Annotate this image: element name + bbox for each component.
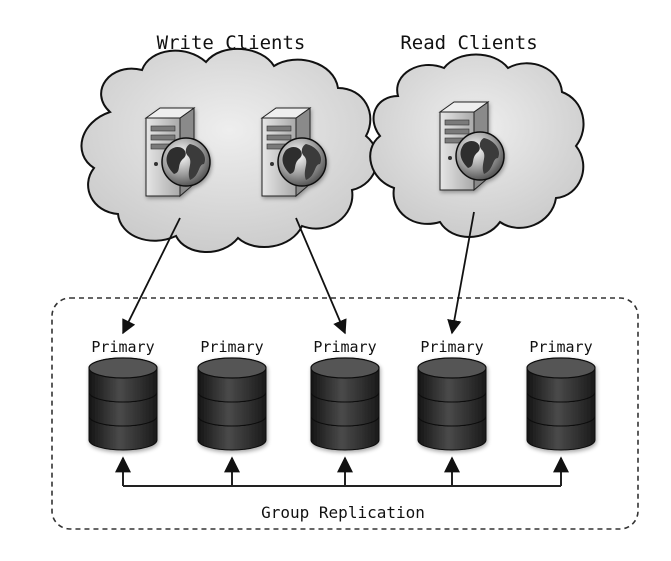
db-node-2-icon bbox=[197, 357, 267, 451]
node-2-label: Primary bbox=[200, 338, 264, 356]
node-4-label: Primary bbox=[420, 338, 484, 356]
write-client-2-server-icon bbox=[260, 107, 327, 198]
node-1-label: Primary bbox=[91, 338, 155, 356]
read-client-1-to-node-4-arrow bbox=[447, 211, 475, 335]
replication-group-box bbox=[51, 297, 639, 530]
read-client-1-server-icon bbox=[438, 101, 505, 192]
db-node-5-icon bbox=[526, 357, 596, 451]
write-client-2-to-node-3-arrow bbox=[295, 217, 347, 335]
write-clients-cloud bbox=[80, 48, 379, 253]
write-client-1-server-icon bbox=[144, 107, 211, 198]
db-node-1-icon bbox=[88, 357, 158, 451]
replication-bus bbox=[115, 456, 569, 487]
globe-icon bbox=[455, 131, 505, 181]
globe-icon bbox=[161, 137, 211, 187]
node-5-label: Primary bbox=[529, 338, 593, 356]
db-node-3-icon bbox=[310, 357, 380, 451]
write-clients-title: Write Clients bbox=[156, 32, 306, 54]
node-3-label: Primary bbox=[313, 338, 377, 356]
group-replication-label: Group Replication bbox=[255, 503, 431, 522]
globe-icon bbox=[277, 137, 327, 187]
read-clients-title: Read Clients bbox=[400, 32, 538, 54]
db-node-4-icon bbox=[417, 357, 487, 451]
write-client-1-to-node-1-arrow bbox=[122, 217, 181, 335]
